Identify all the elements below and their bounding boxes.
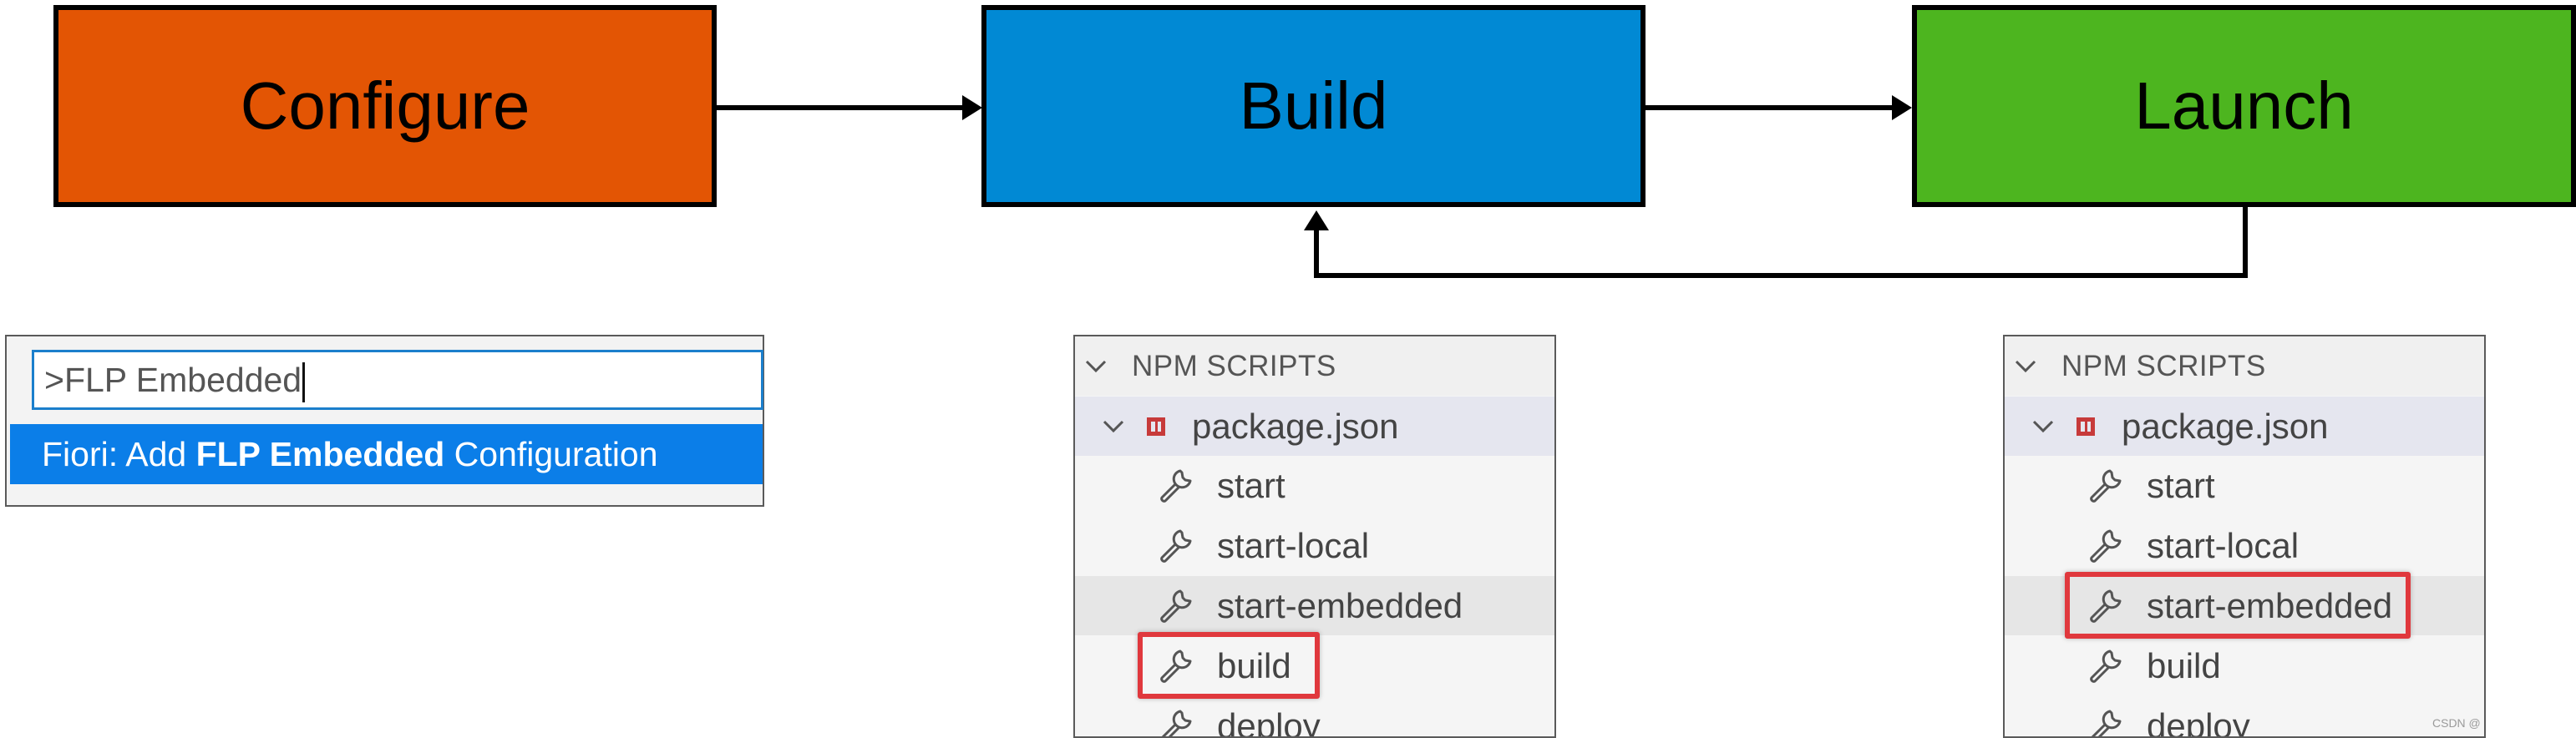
wrench-icon xyxy=(1160,529,1192,563)
npm-scripts-header[interactable]: NPM SCRIPTS xyxy=(1075,336,1554,396)
script-label: deploy xyxy=(1217,705,1321,738)
script-label: deploy xyxy=(2147,705,2250,738)
command-palette: >FLP Embedded Fiori: Add FLP Embedded Co… xyxy=(5,335,764,507)
script-label: start-local xyxy=(1217,525,1370,565)
chevron-down-icon xyxy=(1075,419,1125,434)
command-result-item[interactable]: Fiori: Add FLP Embedded Configuration xyxy=(10,424,763,484)
wrench-icon xyxy=(1161,710,1192,736)
chevron-down-icon xyxy=(2005,419,2055,434)
wrench-icon xyxy=(2091,710,2122,736)
package-json-icon xyxy=(2077,417,2095,436)
script-item-start-local[interactable]: start-local xyxy=(1075,516,1554,575)
package-json-label: package.json xyxy=(2122,406,2329,446)
script-item-start-embedded[interactable]: start-embedded xyxy=(2005,576,2484,635)
npm-scripts-panel-launch: NPM SCRIPTS package.json start start-loc… xyxy=(2003,335,2486,738)
chevron-down-icon xyxy=(2005,359,2046,374)
script-label: start-embedded xyxy=(1217,585,1463,625)
script-label: start xyxy=(2147,465,2215,505)
script-item-deploy[interactable]: deploy xyxy=(1075,696,1554,738)
arrow-build-to-launch xyxy=(1645,95,1912,120)
result-prefix: Fiori: Add xyxy=(42,435,196,473)
wrench-icon xyxy=(1160,650,1192,683)
script-item-start-embedded[interactable]: start-embedded xyxy=(1075,576,1554,635)
configure-label: Configure xyxy=(240,68,530,143)
wrench-icon xyxy=(2090,469,2122,503)
script-label: start-embedded xyxy=(2147,585,2393,625)
wrench-icon xyxy=(1160,469,1192,503)
package-json-node[interactable]: package.json xyxy=(2005,397,2484,456)
result-suffix: Configuration xyxy=(444,435,658,473)
script-label: build xyxy=(1217,645,1291,685)
highlight-box-start-embedded xyxy=(2065,572,2411,639)
script-label: build xyxy=(2147,645,2221,685)
launch-stage: Launch xyxy=(1912,5,2576,207)
highlight-box-build xyxy=(1138,632,1320,699)
package-json-node[interactable]: package.json xyxy=(1075,397,1554,456)
script-item-start[interactable]: start xyxy=(2005,456,2484,515)
package-json-icon xyxy=(1147,417,1165,436)
script-item-start[interactable]: start xyxy=(1075,456,1554,515)
text-caret xyxy=(302,362,306,403)
arrow-configure-to-build xyxy=(717,95,982,120)
script-label: start xyxy=(1217,465,1285,505)
watermark: CSDN @ xyxy=(2432,716,2481,730)
npm-scripts-header[interactable]: NPM SCRIPTS xyxy=(2005,336,2484,396)
script-item-deploy[interactable]: deploy xyxy=(2005,696,2484,738)
npm-scripts-panel-build: NPM SCRIPTS package.json start start-loc… xyxy=(1073,335,1556,738)
npm-scripts-title: NPM SCRIPTS xyxy=(2061,349,2266,382)
command-palette-input[interactable]: >FLP Embedded xyxy=(32,350,763,410)
wrench-icon xyxy=(2090,650,2122,683)
build-label: Build xyxy=(1239,68,1388,143)
chevron-down-icon xyxy=(1075,359,1117,374)
result-match: FLP Embedded xyxy=(195,435,445,473)
wrench-icon xyxy=(2090,589,2122,623)
wrench-icon xyxy=(1160,589,1192,623)
script-item-build[interactable]: build xyxy=(1075,636,1554,695)
flow-connectors xyxy=(717,95,2248,278)
command-input-text: >FLP Embedded xyxy=(44,361,302,399)
package-json-label: package.json xyxy=(1192,406,1399,446)
npm-scripts-title: NPM SCRIPTS xyxy=(1132,349,1336,382)
build-stage: Build xyxy=(981,5,1645,207)
wrench-icon xyxy=(2090,529,2122,563)
arrow-launch-back-to-build xyxy=(1304,207,2248,278)
script-item-build[interactable]: build xyxy=(2005,636,2484,695)
configure-stage: Configure xyxy=(53,5,717,207)
script-label: start-local xyxy=(2147,525,2300,565)
script-item-start-local[interactable]: start-local xyxy=(2005,516,2484,575)
launch-label: Launch xyxy=(2134,68,2354,143)
